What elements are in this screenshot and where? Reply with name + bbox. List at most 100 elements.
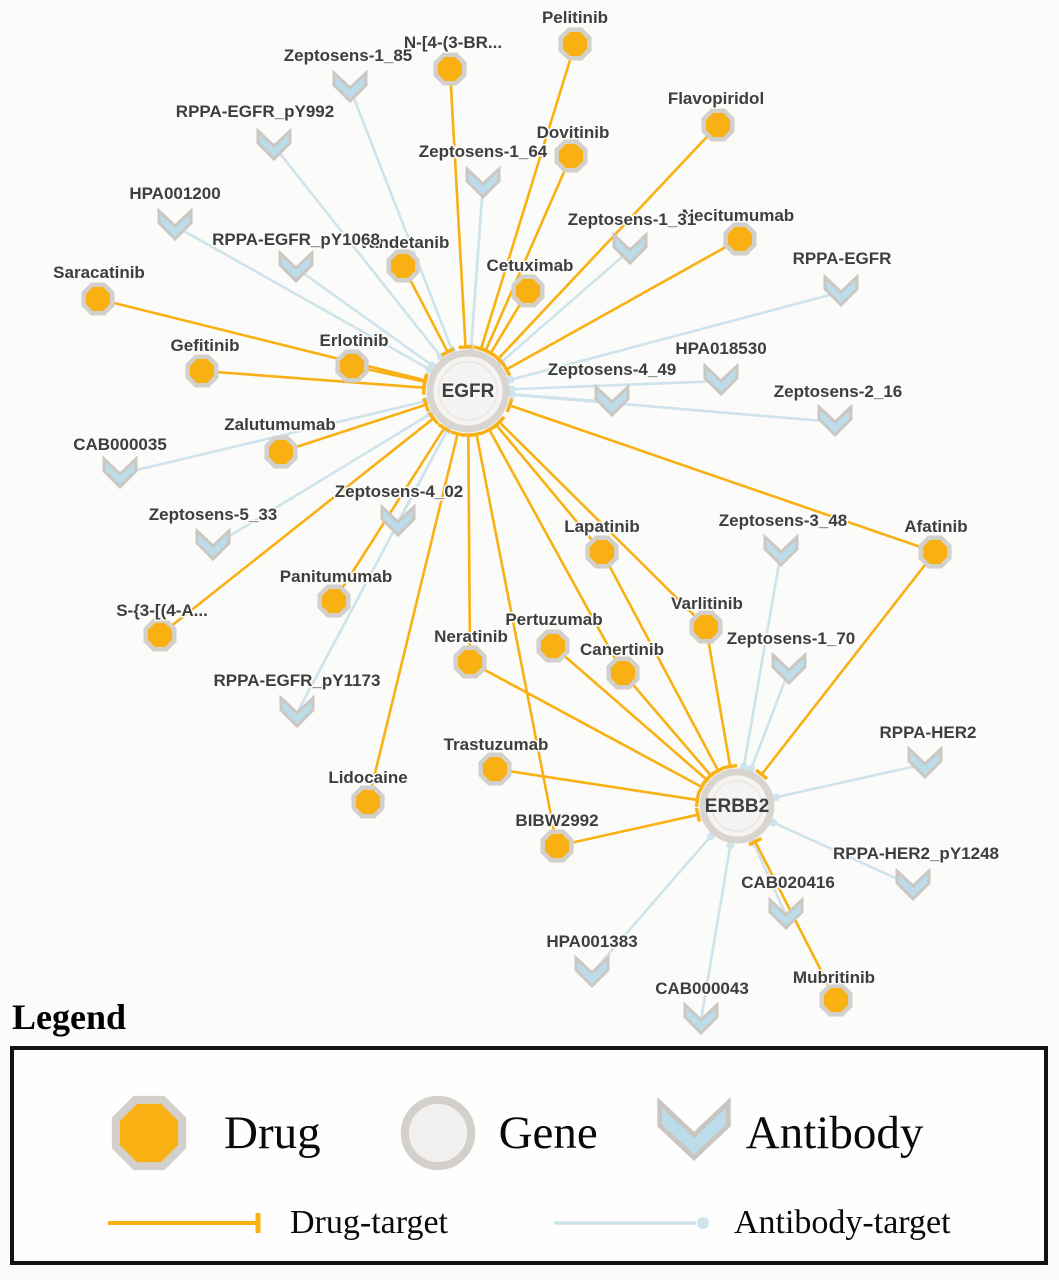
drug-node-erlotinib [335, 349, 369, 383]
antibody-node-rppa-egfr [823, 273, 859, 308]
antibody-target-edge-cab020416-ERBB2 [752, 841, 788, 916]
drug-node-vandetanib [386, 249, 420, 283]
node-label-zeptosens-2_16: Zeptosens-2_16 [774, 382, 903, 401]
antibody-target-dot-marker [726, 841, 735, 850]
antibody-node-zeptosens-1_31 [612, 231, 648, 266]
legend-box: Drug Gene Antibody Drug-target Antibody-… [10, 1046, 1048, 1265]
edge-layer [97, 43, 937, 1021]
node-label-zeptosens-5_33: Zeptosens-5_33 [149, 505, 278, 524]
gene-node-ERBB2: ERBB2 [699, 768, 775, 844]
node-label-zeptosens-1_85: Zeptosens-1_85 [284, 46, 413, 65]
drug-target-edge-necitumumab-EGFR [505, 237, 741, 371]
drug-target-tee-marker [437, 422, 452, 434]
node-label-cetuximab: Cetuximab [487, 256, 574, 275]
antibody-target-edge-rppa-egfr_py1068-EGFR [295, 266, 433, 367]
drug-node-bibw2992 [540, 829, 574, 863]
drug-target-edge-n-4-3-br-EGFR [448, 68, 467, 348]
antibody-chevron-shape [657, 1097, 731, 1162]
antibody-node-zeptosens-1_85 [332, 69, 368, 104]
drug-node-dovitinib [554, 139, 588, 173]
node-label-pertuzumab: Pertuzumab [505, 610, 602, 629]
drug-target-tee-marker [493, 415, 506, 429]
gene-inner-ring [438, 361, 498, 421]
drug-node-lidocaine [351, 785, 385, 819]
drug-node-gefitinib [185, 354, 219, 388]
drug-target-edge-lapatinib-ERBB2 [600, 551, 720, 772]
antibody-target-edge-rppa-egfr-EGFR [510, 290, 842, 381]
node-label-n-4-3-br: N-[4-(3-BR... [404, 33, 502, 52]
drug-target-edge-neratinib-ERBB2 [469, 660, 703, 789]
drug-target-edge-pertuzumab-ERBB2 [552, 645, 708, 781]
drug-node-lapatinib [585, 535, 619, 569]
node-label-rppa-egfr_py1173: RPPA-EGFR_pY1173 [214, 671, 381, 690]
antibody-target-edge-rppa-egfr_py1173-EGFR [295, 429, 449, 714]
drug-target-tee-marker [483, 348, 498, 359]
drug-target-edge-canertinib-ERBB2 [622, 672, 712, 777]
drug-target-edge-canertinib-EGFR [488, 428, 625, 674]
legend-drug-target-label: Drug-target [290, 1204, 448, 1241]
drug-target-tee-marker [722, 763, 738, 770]
node-label-zeptosens-1_70: Zeptosens-1_70 [727, 629, 856, 648]
node-label-panitumumab: Panitumumab [280, 567, 392, 586]
node-label-canertinib: Canertinib [580, 640, 664, 659]
antibody-node-rppa-egfr_py1068 [278, 249, 314, 284]
antibody-target-edge-rppa-her2_py1248-ERBB2 [772, 821, 914, 888]
antibody-node-cab000035 [102, 455, 138, 490]
antibody-target-edge-zeptosens-5_33-EGFR [212, 412, 432, 548]
node-label-pelitinib: Pelitinib [542, 8, 608, 27]
node-label-erlotinib: Erlotinib [320, 331, 389, 350]
antibody-node-cab020416 [768, 896, 804, 931]
node-label-rppa-egfr: RPPA-EGFR [793, 249, 892, 268]
node-label-hpa001383: HPA001383 [546, 932, 637, 951]
node-label-zeptosens-1_31: Zeptosens-1_31 [568, 210, 697, 229]
antibody-node-zeptosens-4_02 [380, 503, 416, 538]
antibody-node-zeptosens-5_33 [195, 527, 231, 562]
drug-target-tee-marker [427, 411, 440, 425]
drug-node-n-4-3-br [433, 52, 467, 86]
drug-target-edge-s-3-4-a-EGFR [159, 417, 435, 637]
antibody-target-edge-cab000043-ERBB2 [699, 845, 732, 1021]
node-label-rppa-egfr_py992: RPPA-EGFR_pY992 [176, 102, 334, 121]
antibody-node-rppa-her2 [907, 745, 943, 780]
node-label-varlitinib: Varlitinib [671, 594, 743, 613]
antibody-target-edge-rppa-egfr_py992-EGFR [272, 145, 442, 358]
drug-node-varlitinib [689, 610, 723, 644]
node-label-flavopiridol: Flavopiridol [668, 89, 764, 108]
drug-target-tee-marker [755, 768, 769, 781]
node-label-afatinib: Afatinib [904, 517, 967, 536]
label-layer: PelitinibN-[4-(3-BR...DovitinibFlavopiri… [52, 7, 1001, 1000]
drug-target-tee-marker [421, 374, 429, 389]
drug-target-tee-marker [458, 344, 473, 350]
drug-node-zalutumumab [264, 435, 298, 469]
legend-antibody-label: Antibody [745, 1106, 924, 1159]
node-label-rppa-her2_py1248: RPPA-HER2_pY1248 [833, 844, 999, 863]
drug-target-edge-pelitinib-EGFR [479, 43, 577, 350]
node-label-rppa-egfr_py1068: RPPA-EGFR_pY1068 [212, 230, 380, 249]
antibody-node-cab000043 [683, 1001, 719, 1036]
drug-target-edge-trastuzumab-ERBB2 [494, 767, 698, 802]
drug-node-saracatinib [81, 282, 115, 316]
drug-target-edge-icon [108, 1213, 261, 1233]
node-label-saracatinib: Saracatinib [53, 263, 145, 282]
antibody-target-edge-hpa001383-ERBB2 [591, 835, 712, 974]
antibody-target-edge-zeptosens-2_16-EGFR [511, 393, 836, 424]
gene-inner-ring [711, 780, 763, 832]
node-label-gefitinib: Gefitinib [171, 336, 240, 355]
drug-target-edge-neratinib-EGFR [467, 434, 472, 663]
antibody-node-zeptosens-4_49 [594, 383, 630, 418]
node-label-cab000035: CAB000035 [73, 435, 167, 454]
legend-edge-types-row: Drug-target Antibody-target [14, 1206, 1044, 1240]
drug-target-edge-flavopiridol-EGFR [497, 124, 719, 360]
drug-octagon-shape [111, 1095, 187, 1171]
antibody-target-dot-marker [747, 764, 756, 773]
antibody-node-zeptosens-2_16 [817, 403, 853, 438]
antibody-target-edge-zeptosens-1_85-EGFR [348, 87, 454, 351]
legend-title: Legend [12, 997, 127, 1037]
antibody-node-rppa-egfr_py992 [256, 127, 292, 162]
gene-label-EGFR: EGFR [442, 381, 495, 402]
legend-antibody-target-label: Antibody-target [733, 1204, 951, 1241]
node-label-lidocaine: Lidocaine [328, 768, 407, 787]
node-label-lapatinib: Lapatinib [564, 517, 640, 536]
drug-target-tee-marker [469, 431, 484, 438]
drug-target-edge-zalutumumab-EGFR [280, 403, 427, 454]
